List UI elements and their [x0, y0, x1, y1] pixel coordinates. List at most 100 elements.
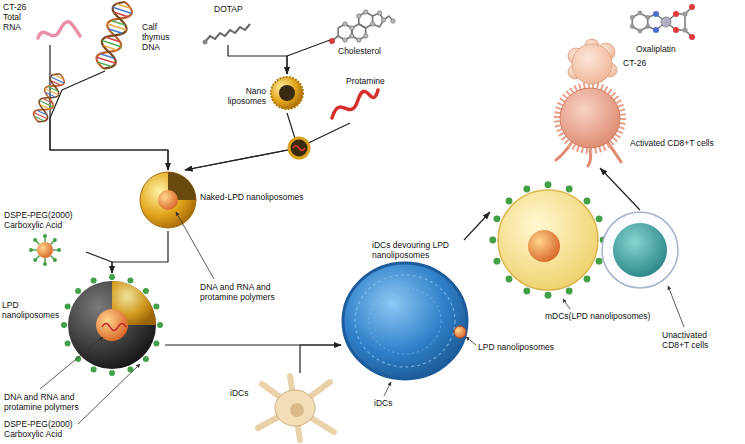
dspe-peg-particle [29, 248, 33, 252]
oxaliplatin-molecule [632, 13, 648, 31]
cholesterol-molecule [350, 26, 354, 30]
immature-dendritic-cell [275, 390, 315, 426]
unactivated-t-cell [602, 212, 678, 288]
node-label: Protamine [346, 76, 386, 86]
cholesterol-molecule [343, 22, 347, 26]
lpd-sphere [102, 324, 126, 331]
oxaliplatin-molecule [682, 27, 687, 32]
figure-node: iDCs [230, 373, 338, 444]
callout-slot: DNA and RNA and protamine polymers [200, 282, 285, 302]
phagocytosing-cell [343, 263, 467, 379]
figure-node: iDCs devouring LPD nanoliposomes [341, 240, 470, 382]
dspe-peg-particle [33, 258, 37, 262]
tumor-cell [568, 39, 617, 84]
figure-node: Protamine [330, 76, 387, 123]
node-label: LPD nanoliposomes [2, 300, 65, 320]
oxaliplatin-molecule [689, 34, 695, 40]
nano-liposome [271, 77, 303, 109]
unactivated-t-cell [602, 212, 678, 288]
oxaliplatin-molecule [630, 15, 635, 20]
figure-node: Cholesterol [330, 8, 395, 58]
flow-arrow [287, 40, 330, 74]
mature-dendritic-cell [489, 181, 606, 298]
oxaliplatin-molecule [653, 11, 659, 17]
oxaliplatin-molecule [630, 24, 635, 29]
oxaliplatin-molecule [673, 11, 679, 17]
callout-label: DSPE-PEG(2000) Carboxylic Acid [4, 419, 84, 439]
flow-arrow [50, 71, 168, 170]
callout-label: DNA and RNA and protamine polymers [4, 392, 89, 412]
oxaliplatin-molecule [645, 24, 650, 29]
flow-arrow [300, 345, 341, 373]
callout-slot: DSPE-PEG(2000) Carboxylic Acid [4, 419, 84, 439]
leader-lines [40, 212, 684, 424]
protamine-chain [332, 90, 378, 118]
dspe-peg-particle [53, 258, 57, 262]
figure-node: Calf thymus DNA [86, 0, 184, 71]
tumor-cell [572, 44, 612, 84]
node-label: Unactivated CD8+T cells [662, 330, 723, 350]
oxaliplatin-molecule [661, 17, 671, 27]
dspe-peg-particle [29, 234, 61, 266]
immature-dendritic-cell [290, 403, 304, 417]
mature-dendritic-cell [528, 230, 560, 262]
node-label: DOTAP [214, 4, 244, 14]
flow-arrow [112, 231, 168, 273]
leader-lines [563, 299, 570, 309]
phagocytosing-cell [369, 288, 441, 354]
dotap-lipid [203, 24, 251, 45]
leader-lines [176, 212, 214, 279]
callout-label: iDCs [374, 398, 392, 408]
cholesterol-molecule [329, 10, 395, 44]
oxaliplatin-molecule [682, 11, 687, 16]
flow-arrow [600, 168, 640, 210]
oxaliplatin-molecule [630, 4, 695, 40]
figure-node: LPD nanoliposomes [2, 273, 165, 378]
leader-lines [40, 337, 103, 389]
node-label: mDCs(LPD nanoliposomes) [545, 311, 652, 321]
nucleic-acid-complex [31, 71, 67, 125]
dspe-peg-particle [37, 242, 53, 258]
figure-node: Activated CD8+T cells [553, 82, 716, 168]
dotap-lipid [205, 24, 250, 42]
flow-arrow [464, 212, 490, 240]
lpd-sphere [61, 274, 163, 376]
mature-dendritic-cell [498, 190, 598, 290]
node-label: iDCs devouring LPD nanoliposomes [372, 240, 463, 260]
figure-node: Naked-LPD nanoliposomes [138, 170, 306, 231]
node-label: Activated CD8+T cells [630, 138, 715, 148]
dspe-peg-particle [43, 262, 47, 266]
naked-lpd-sphere [140, 172, 196, 228]
callout-slot: iDCs [374, 398, 392, 408]
nano-liposome [271, 77, 303, 109]
liposome-protamine-complex [289, 138, 309, 158]
cholesterol-molecule [357, 14, 361, 18]
naked-lpd-sphere [140, 172, 196, 228]
activated-t-cell [557, 85, 623, 151]
liposome-protamine-complex [293, 146, 305, 151]
phagocytosing-cell [343, 263, 467, 379]
dspe-peg-particle [53, 238, 57, 242]
liposome-protamine-complex [289, 138, 309, 158]
oxaliplatin-molecule [638, 11, 643, 16]
oxaliplatin-molecule [673, 27, 679, 33]
callout-slot: LPD nanoliposomes [478, 342, 554, 352]
mature-dendritic-cell [489, 181, 606, 298]
oxaliplatin-molecule [638, 29, 643, 34]
lpd-sphere [61, 274, 163, 376]
cholesterol-molecule [357, 38, 361, 42]
cholesterol-molecule [364, 34, 368, 38]
node-label: Oxaliplatin [636, 44, 677, 54]
dspe-peg-particle [57, 248, 61, 252]
node-label: Cholesterol [338, 46, 382, 56]
leader-lines [466, 337, 476, 345]
activated-t-cell [556, 85, 623, 166]
oxaliplatin-molecule [653, 27, 659, 33]
leader-lines [78, 364, 140, 424]
lpd-sphere [68, 281, 156, 369]
node-label: DSPE-PEG(2000) Carboxylic Acid [4, 210, 85, 230]
figure-node: CT-26 Total RNA [3, 2, 81, 45]
dna-helix [94, 0, 135, 72]
cholesterol-molecule [370, 22, 374, 26]
